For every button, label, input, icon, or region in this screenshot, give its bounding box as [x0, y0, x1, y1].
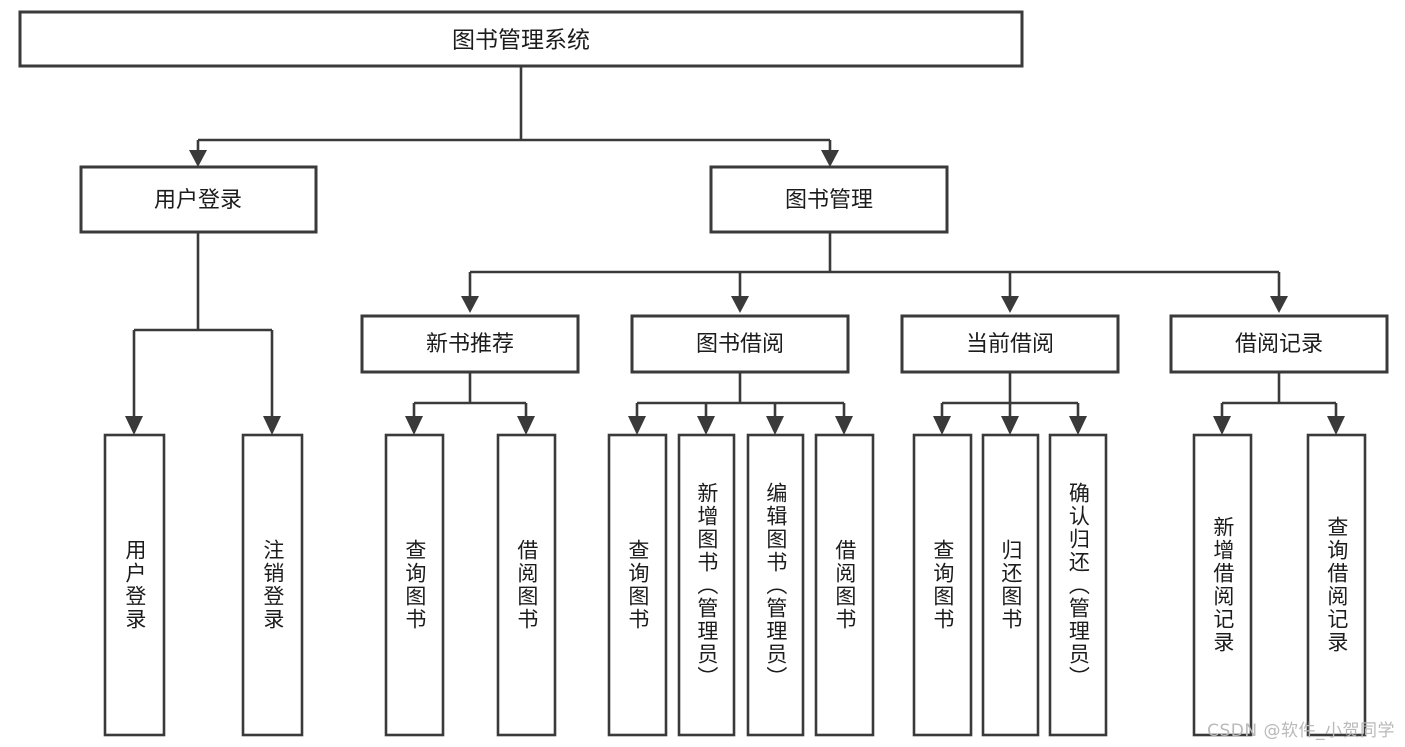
node-leaf-return-book-box[interactable] [981, 433, 1040, 737]
arrowhead-leaf-return-book [1001, 416, 1019, 435]
node-borrow-record-label: 借阅记录 [1235, 332, 1323, 357]
node-leaf-user-login-box[interactable] [103, 433, 166, 737]
node-root-box[interactable] [18, 10, 1024, 68]
arrowhead-user-login [189, 150, 207, 167]
arrowhead-new-book-recommend [461, 296, 479, 313]
node-user-login-box[interactable] [79, 165, 318, 234]
edges-group [125, 66, 1345, 435]
node-current-borrow-label: 当前借阅 [966, 332, 1054, 357]
node-new-book-recommend-label: 新书推荐 [426, 332, 514, 357]
node-root[interactable]: 图书管理系统 [18, 10, 1024, 68]
node-leaf-user-logout-box[interactable] [241, 433, 304, 737]
node-leaf-add-record-box[interactable] [1192, 433, 1253, 737]
node-leaf-query-book-2-box[interactable] [607, 433, 668, 737]
node-leaf-query-book-3-box[interactable] [912, 433, 973, 737]
node-book-borrow[interactable]: 图书借阅 [630, 314, 850, 374]
node-borrow-record-box[interactable] [1169, 314, 1389, 374]
node-book-manage[interactable]: 图书管理 [709, 165, 949, 234]
node-book-manage-box[interactable] [709, 165, 949, 234]
arrowhead-leaf-add-record [1213, 416, 1231, 435]
node-leaf-edit-book-box[interactable] [746, 433, 805, 737]
arrowhead-leaf-edit-book [766, 416, 784, 435]
arrowhead-leaf-add-book [697, 416, 715, 435]
node-new-book-recommend[interactable]: 新书推荐 [360, 314, 580, 374]
arrowhead-book-manage [821, 150, 839, 167]
arrowhead-borrow-record [1270, 296, 1288, 313]
arrowhead-leaf-borrow-book-2 [835, 416, 853, 435]
arrowhead-leaf-user-login [125, 416, 143, 435]
node-leaf-borrow-book-1-box[interactable] [496, 433, 557, 737]
arrowhead-leaf-query-book-2 [628, 416, 646, 435]
node-leaf-borrow-book-2-box[interactable] [814, 433, 875, 737]
node-root-label: 图书管理系统 [452, 28, 590, 54]
arrowhead-book-borrow [731, 296, 749, 313]
node-current-borrow[interactable]: 当前借阅 [900, 314, 1120, 374]
node-book-borrow-label: 图书借阅 [696, 332, 784, 357]
node-borrow-record[interactable]: 借阅记录 [1169, 314, 1389, 374]
nodes-group: 图书管理系统 用户登录 图书管理 新书推荐 图书借阅 当前 [18, 10, 1389, 737]
node-user-login[interactable]: 用户登录 [79, 165, 318, 234]
node-new-book-recommend-box[interactable] [360, 314, 580, 374]
arrowhead-leaf-user-logout [263, 416, 281, 435]
node-book-manage-label: 图书管理 [785, 188, 873, 213]
node-leaf-query-book-1-box[interactable] [384, 433, 445, 737]
node-book-borrow-box[interactable] [630, 314, 850, 374]
node-user-login-label: 用户登录 [154, 188, 242, 213]
node-leaf-confirm-return-box[interactable] [1048, 433, 1108, 737]
arrowhead-leaf-query-record [1327, 416, 1345, 435]
arrowhead-leaf-query-book-1 [405, 416, 423, 435]
arrowhead-leaf-query-book-3 [933, 416, 951, 435]
arrowhead-current-borrow [1001, 296, 1019, 313]
node-current-borrow-box[interactable] [900, 314, 1120, 374]
node-leaf-add-book-box[interactable] [677, 433, 736, 737]
node-leaf-query-record-box[interactable] [1306, 433, 1367, 737]
csdn-watermark: CSDN @软件_小贺同学 [1207, 721, 1395, 741]
arrowhead-leaf-borrow-book-1 [517, 416, 535, 435]
arrowhead-leaf-confirm-return [1069, 416, 1087, 435]
